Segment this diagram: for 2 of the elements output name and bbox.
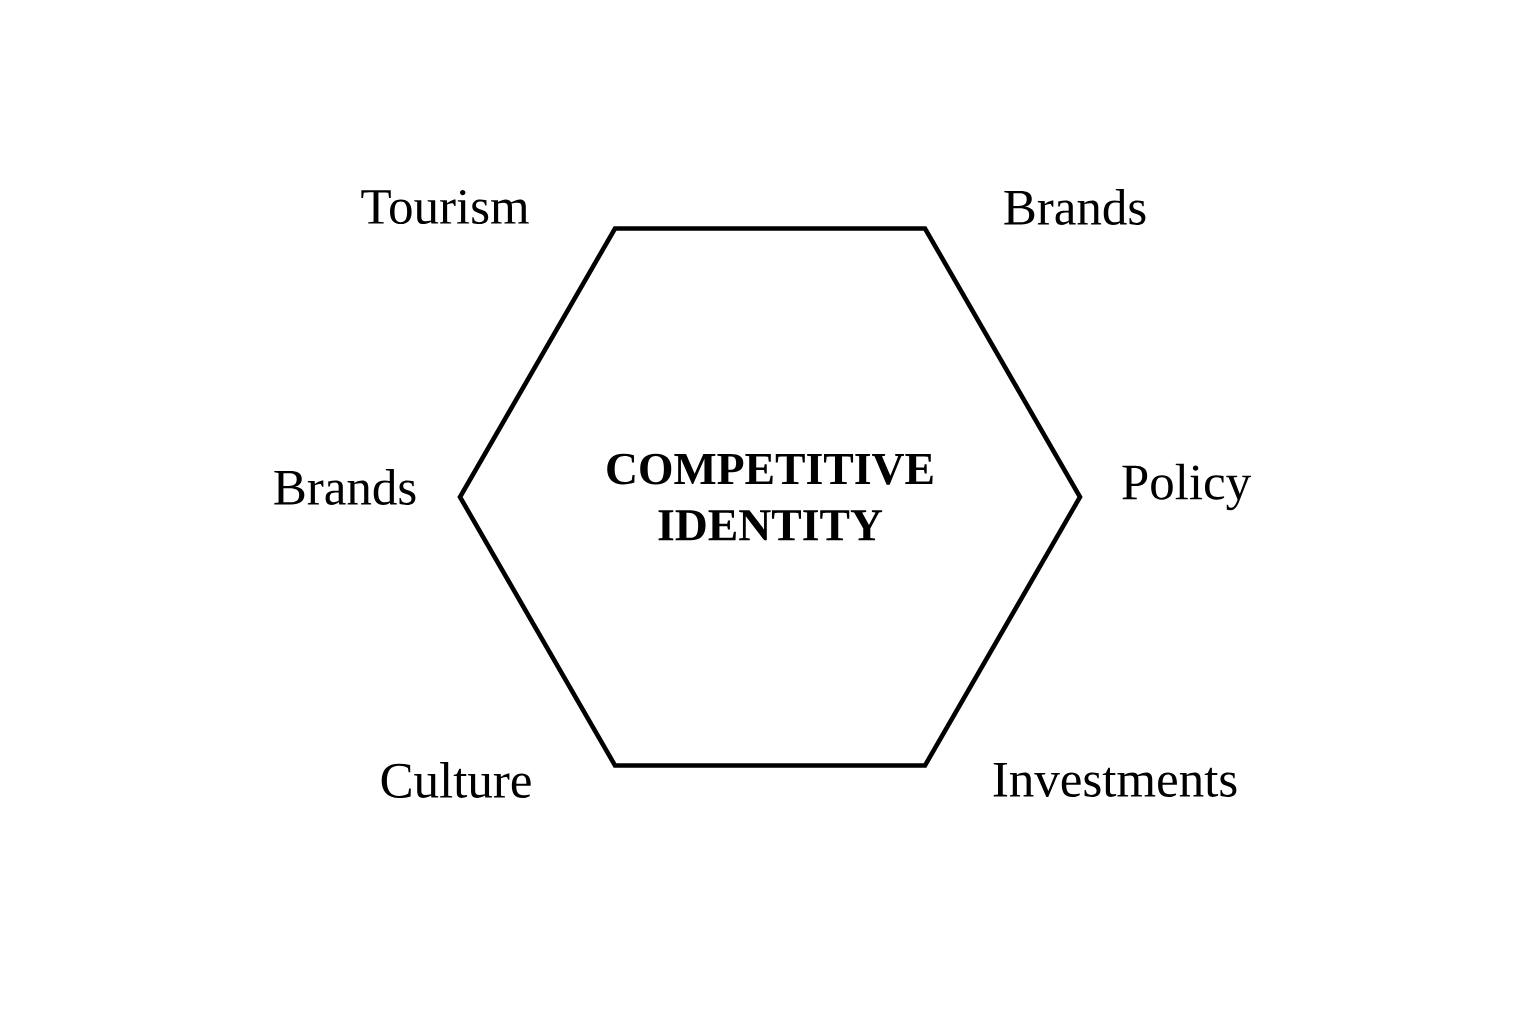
label-text: Brands (1004, 189, 1146, 225)
label-text: Tourism (361, 189, 529, 225)
